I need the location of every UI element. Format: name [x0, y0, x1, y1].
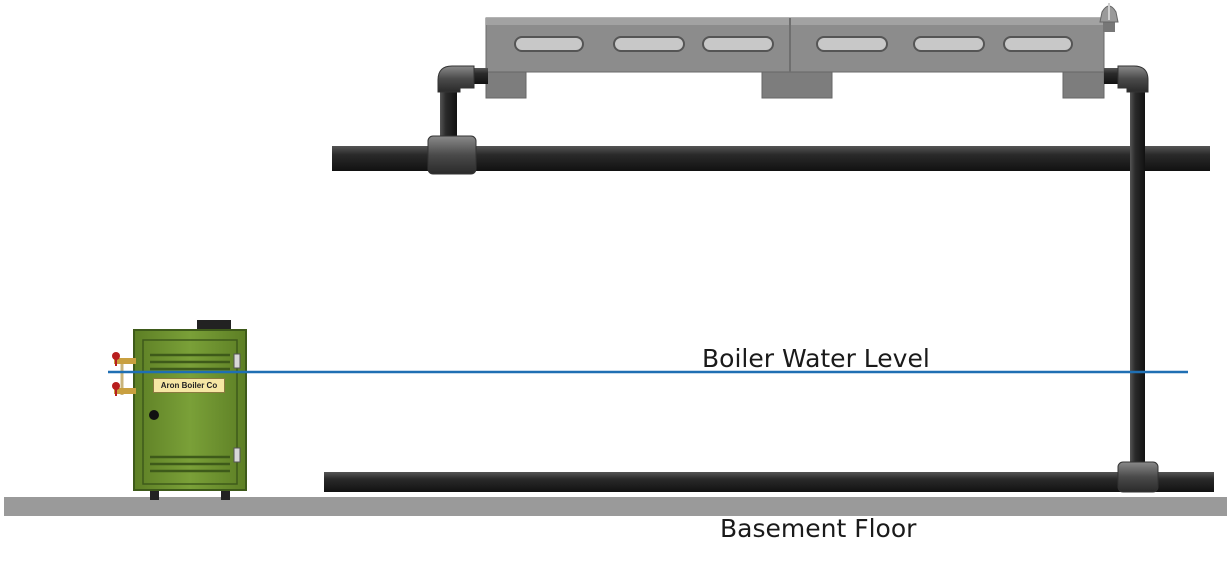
pipe-elbow-icon: [437, 65, 475, 93]
basement-floor-label: Basement Floor: [720, 514, 917, 543]
steam-main-pipe: [332, 146, 1210, 171]
gauge-glass-valve-icon: [112, 352, 136, 396]
air-vent-valve-icon: [1099, 3, 1119, 32]
pipe-tee-icon: [427, 135, 477, 175]
left-riser-pipe: [437, 65, 488, 136]
return-pipe: [324, 472, 1214, 492]
right-riser-pipe: [1104, 65, 1149, 466]
pipe-elbow-icon: [1117, 65, 1149, 93]
boiler-nameplate: Aron Boiler Co: [153, 378, 225, 393]
water-level-label: Boiler Water Level: [702, 344, 930, 373]
sight-hole: [149, 410, 159, 420]
boiler: [133, 320, 247, 500]
basement-floor: [4, 497, 1227, 516]
radiator: [485, 17, 1105, 99]
pipe-tee-icon: [1117, 461, 1159, 493]
radiator-slots: [514, 36, 1073, 52]
